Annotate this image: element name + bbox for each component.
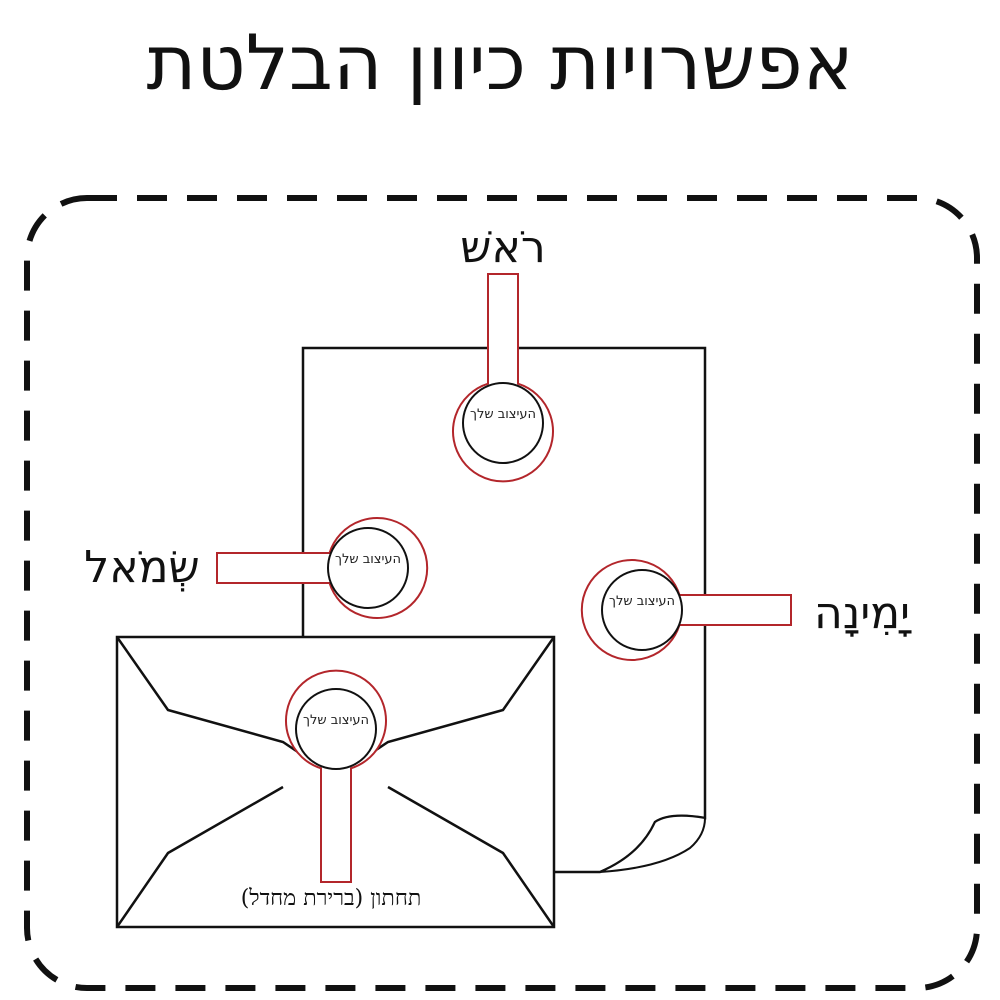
page-title: אפשרויות כיוון הבלטת	[146, 18, 854, 107]
label-left: שְׂמֹאל	[84, 542, 199, 593]
seal-text-left: העיצוב שלך	[335, 552, 401, 567]
seal-text-right: העיצוב שלך	[609, 594, 675, 609]
seal-text-bottom: העיצוב שלך	[303, 713, 369, 728]
seal-bottom: העיצוב שלך	[285, 669, 387, 883]
paper-curl	[599, 814, 707, 873]
seal-right: העיצוב שלך	[580, 559, 792, 661]
seal-left: העיצוב שלך	[216, 517, 429, 619]
seal-top: העיצוב שלך	[452, 273, 554, 483]
seal-text-top: העיצוב שלך	[470, 407, 536, 422]
label-bottom: תחתון (ברירת מחדל)	[241, 886, 422, 911]
label-right: יָמִינָה	[814, 588, 912, 639]
dashed-frame	[24, 195, 980, 991]
label-top: רֹאשׁ	[460, 222, 545, 273]
